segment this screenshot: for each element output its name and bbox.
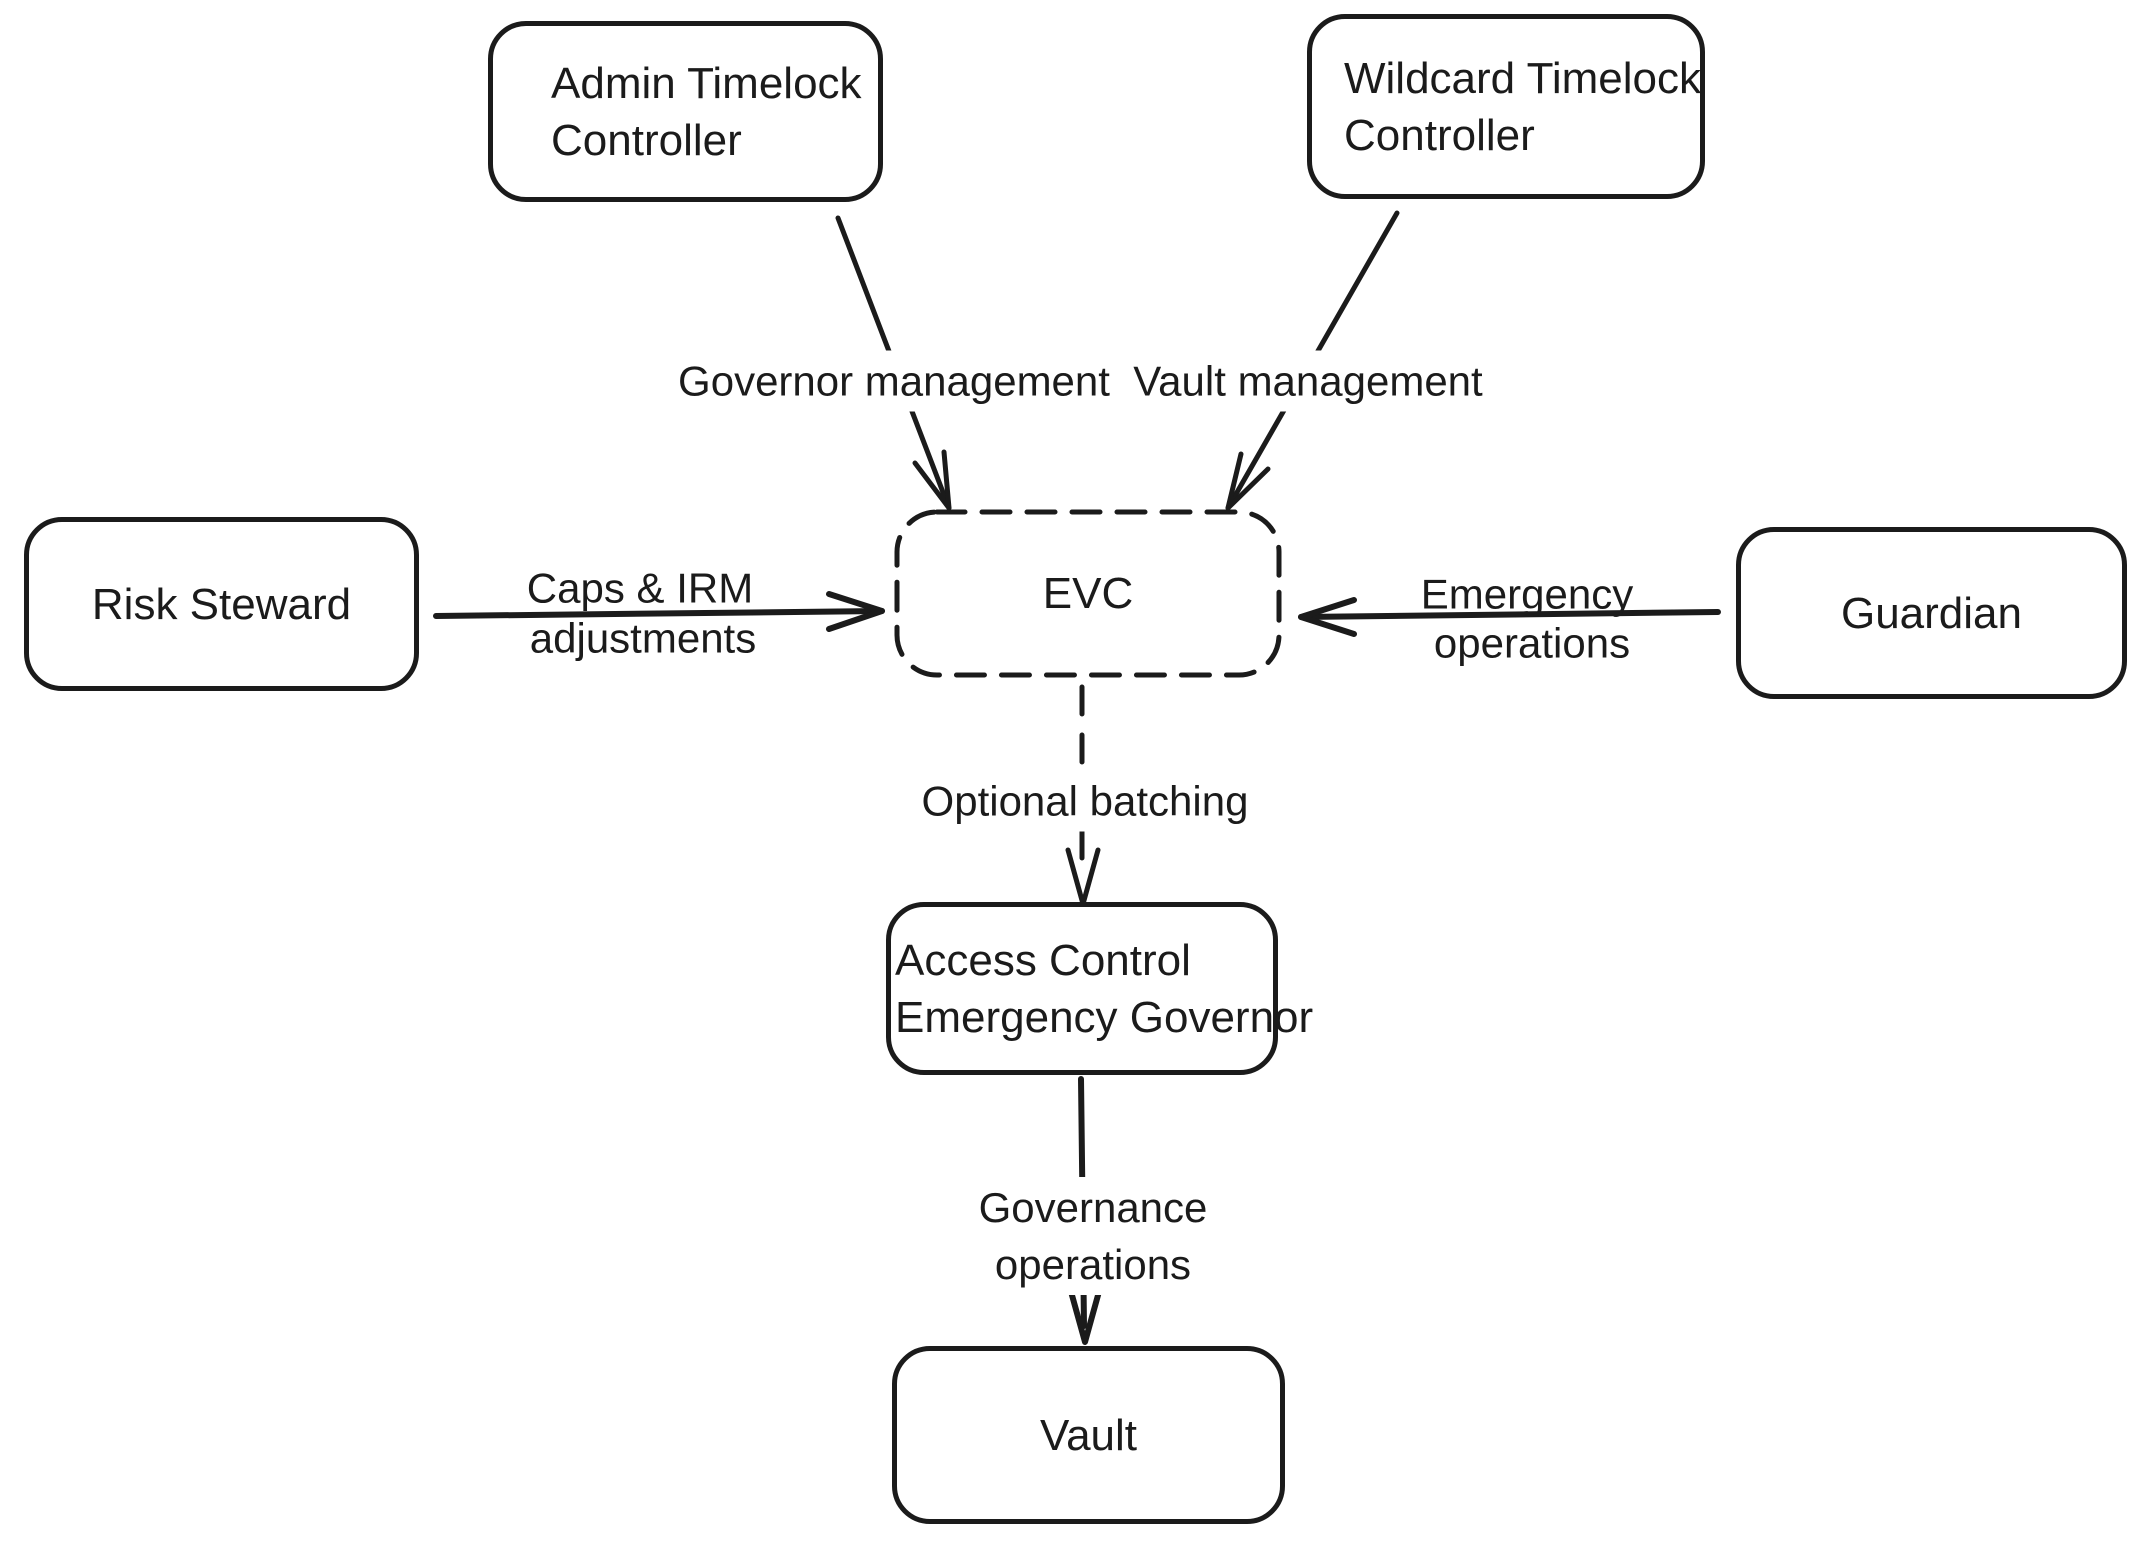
node-label-line: Admin Timelock <box>551 58 862 108</box>
edge-label-caps-irm-line2: adjustments <box>529 614 757 662</box>
node-label-line: Access Control <box>895 935 1191 985</box>
node-label-line: Controller <box>551 115 742 165</box>
node-label-line: Emergency Governor <box>895 992 1314 1042</box>
node-access-control-emergency-governor: Access Control Emergency Governor <box>886 902 1313 1075</box>
node-admin-timelock-controller: Admin Timelock Controller <box>488 21 883 202</box>
node-evc-dashed-border <box>894 509 1282 678</box>
node-wildcard-timelock-controller: Wildcard Timelock Controller <box>1307 14 1705 199</box>
node-guardian: Guardian <box>1736 527 2127 699</box>
edge-label-governance-line1: Governance <box>978 1184 1208 1231</box>
node-risk-steward: Risk Steward <box>24 517 419 691</box>
node-label-line: Risk Steward <box>91 579 352 629</box>
edge-label-optional-batching: Optional batching <box>913 770 1257 832</box>
node-label-line: EVC <box>1042 569 1134 618</box>
node-label-line: Guardian <box>1840 588 2022 638</box>
edge-label-vault-management: Vault management <box>1125 350 1491 412</box>
edge-label-governor-management: Governor management <box>670 350 1118 412</box>
edge-emergency-operations-arrow <box>1298 597 1721 637</box>
node-evc: EVC <box>893 509 1283 678</box>
edge-label-caps-irm-line1: Caps & IRM <box>526 564 754 612</box>
node-label-line: Controller <box>1344 110 1535 160</box>
node-label-line: Vault <box>1039 1410 1138 1460</box>
node-vault: Vault <box>892 1346 1285 1524</box>
edge-label-emergency-operations-line2: operations <box>1433 619 1631 667</box>
edge-caps-irm-adjustments-arrow <box>433 591 885 632</box>
edge-label-emergency-operations-line1: Emergency <box>1420 570 1634 618</box>
node-label-line: Wildcard Timelock <box>1344 53 1701 103</box>
edge-label-governance-line2: operations <box>994 1241 1192 1288</box>
edge-label-governance-operations: Governance operations <box>970 1177 1216 1295</box>
